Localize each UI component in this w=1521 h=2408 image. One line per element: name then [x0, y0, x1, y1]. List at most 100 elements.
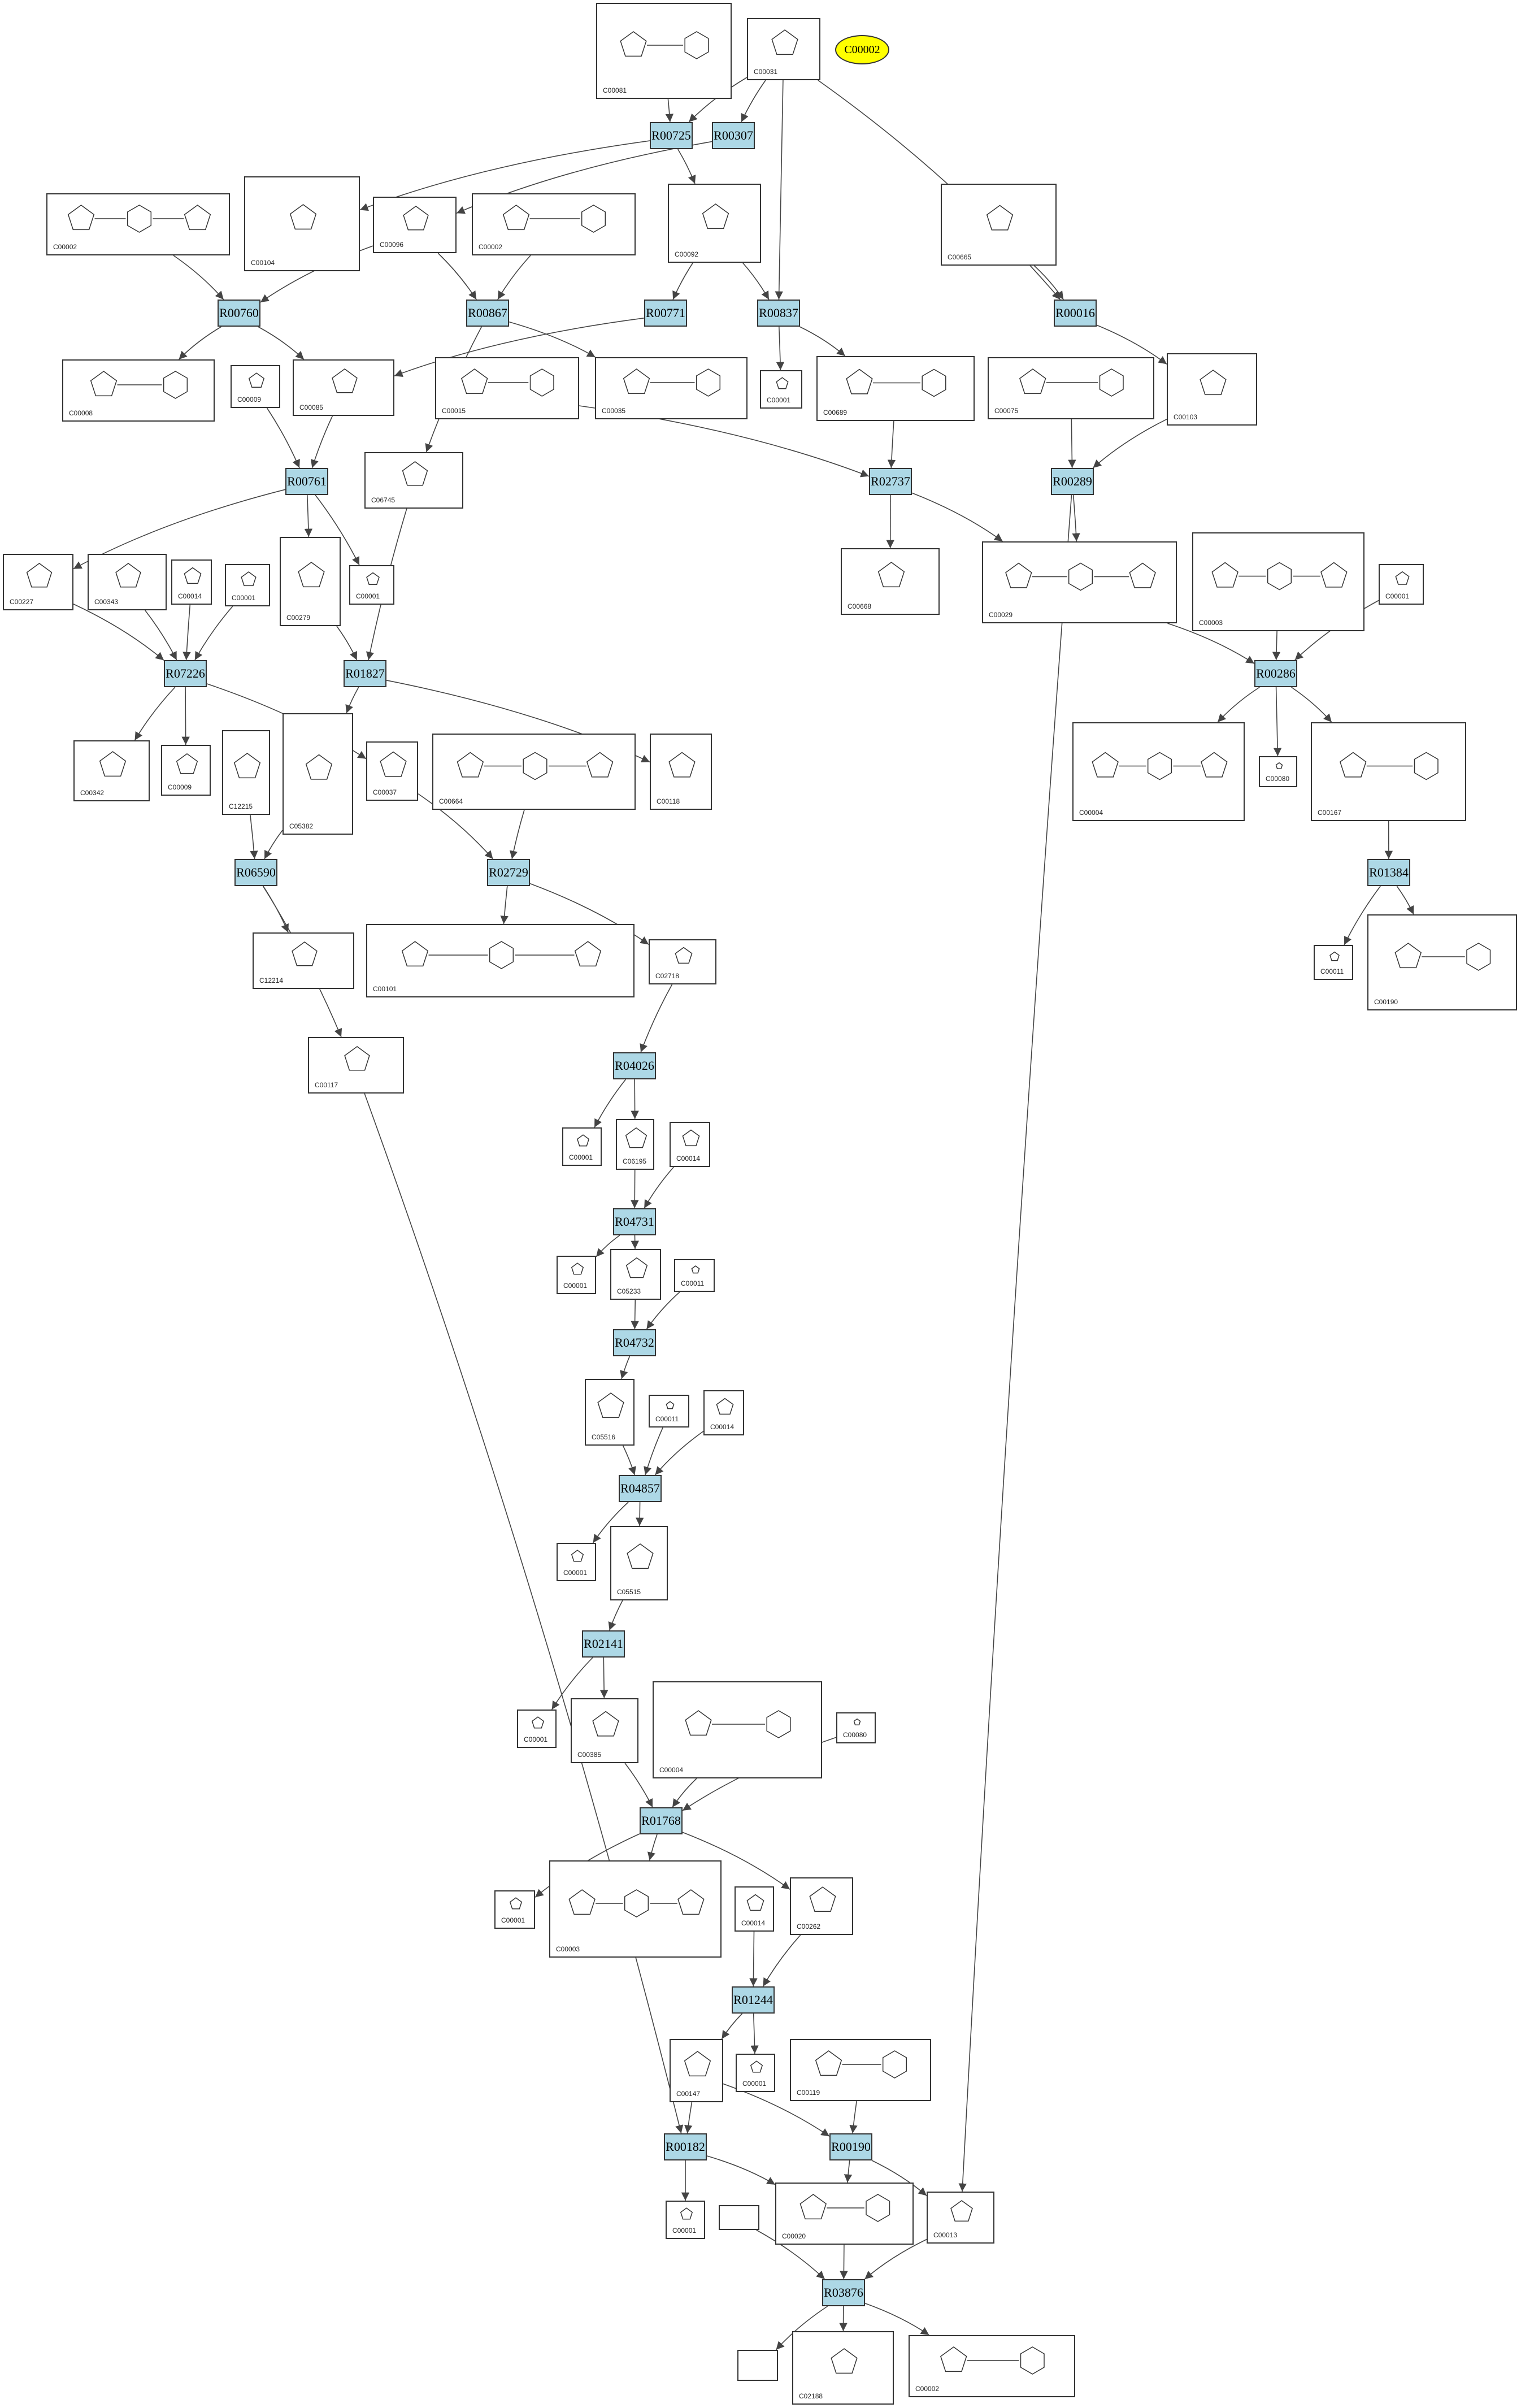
compound-node[interactable]: C00119: [790, 2039, 931, 2101]
reaction-node[interactable]: R01827: [344, 660, 386, 687]
compound-node[interactable]: C00003: [549, 1860, 722, 1958]
compound-node[interactable]: C12214: [253, 932, 354, 989]
reaction-node[interactable]: R00761: [285, 468, 328, 495]
compound-node[interactable]: C00001: [1379, 564, 1424, 605]
compound-node[interactable]: C00002: [909, 2335, 1075, 2397]
reaction-node[interactable]: R07226: [164, 660, 207, 687]
reaction-node[interactable]: R01384: [1367, 859, 1410, 886]
reaction-node[interactable]: R00182: [664, 2133, 707, 2160]
compound-node[interactable]: C00031: [747, 18, 820, 80]
compound-node[interactable]: C05515: [610, 1526, 668, 1600]
compound-node[interactable]: C00003: [1192, 532, 1364, 631]
compound-node[interactable]: C05233: [610, 1249, 661, 1300]
compound-node[interactable]: C00342: [73, 740, 150, 801]
compound-node[interactable]: C00001: [557, 1543, 596, 1581]
compound-node[interactable]: C00190: [1367, 914, 1517, 1010]
compound-node[interactable]: C00001: [494, 1890, 535, 1929]
reaction-node[interactable]: R00725: [650, 122, 693, 149]
compound-node[interactable]: C00002: [472, 193, 636, 255]
compound-node[interactable]: C00279: [280, 537, 341, 626]
compound-node[interactable]: C00001: [225, 564, 270, 606]
reaction-node[interactable]: R06590: [234, 859, 277, 886]
compound-node[interactable]: C00029: [982, 541, 1177, 623]
compound-node[interactable]: C00013: [927, 2192, 994, 2244]
compound-node[interactable]: C00103: [1167, 353, 1257, 426]
compound-node[interactable]: C00096: [373, 197, 457, 253]
compound-node[interactable]: C00081: [596, 3, 732, 99]
compound-node[interactable]: C00080: [836, 1712, 876, 1743]
reaction-node[interactable]: R00867: [466, 300, 509, 327]
compound-node[interactable]: C00101: [366, 924, 635, 997]
compound-node[interactable]: C00011: [649, 1395, 689, 1428]
compound-node[interactable]: C00009: [161, 745, 211, 796]
compound-node[interactable]: C00001: [666, 2201, 705, 2239]
compound-node[interactable]: C00118: [650, 734, 712, 810]
compound-node[interactable]: C00227: [3, 554, 73, 610]
reaction-node[interactable]: R00771: [644, 300, 687, 327]
compound-node[interactable]: C05516: [585, 1379, 635, 1446]
compound-node[interactable]: C00167: [1311, 722, 1466, 821]
reaction-node[interactable]: R04026: [613, 1052, 656, 1079]
compound-node[interactable]: C00664: [432, 734, 636, 810]
compound-node[interactable]: C00117: [308, 1037, 404, 1094]
reaction-node[interactable]: R00190: [829, 2133, 872, 2160]
compound-node[interactable]: C06195: [616, 1119, 654, 1170]
reaction-node[interactable]: R00760: [218, 300, 260, 327]
compound-node[interactable]: C00037: [366, 741, 418, 801]
compound-node[interactable]: C02188: [792, 2331, 894, 2405]
reaction-node[interactable]: R00286: [1254, 660, 1297, 687]
compound-node[interactable]: C00014: [703, 1390, 744, 1435]
compound-node[interactable]: C00343: [88, 554, 167, 610]
reaction-node[interactable]: R00307: [712, 122, 755, 149]
compound-node[interactable]: C05382: [283, 713, 353, 835]
compound-node[interactable]: C00020: [775, 2183, 914, 2245]
compound-node[interactable]: C00014: [670, 1122, 710, 1167]
compound-node[interactable]: [737, 2350, 778, 2381]
compound-node[interactable]: C00001: [562, 1127, 602, 1166]
compound-node[interactable]: C00001: [517, 1710, 557, 1748]
compound-node[interactable]: [719, 2205, 759, 2230]
reaction-node[interactable]: R00289: [1051, 468, 1094, 495]
compound-node[interactable]: C00011: [1314, 945, 1353, 980]
compound-node[interactable]: C00147: [670, 2039, 723, 2102]
compound-node[interactable]: C12215: [222, 730, 270, 815]
reaction-node[interactable]: R00837: [757, 300, 800, 327]
compound-node[interactable]: C00085: [293, 359, 394, 416]
compound-node[interactable]: C00104: [244, 176, 360, 271]
compound-node[interactable]: C02718: [649, 939, 716, 984]
reaction-node[interactable]: R04731: [613, 1208, 656, 1235]
reaction-node[interactable]: R04732: [613, 1329, 656, 1356]
compound-node[interactable]: C00004: [1072, 722, 1245, 821]
reaction-node[interactable]: R02729: [487, 859, 530, 886]
highlight-compound-node[interactable]: C00002: [835, 35, 889, 64]
compound-node[interactable]: C00001: [736, 2054, 775, 2092]
compound-node[interactable]: C00080: [1259, 756, 1297, 787]
reaction-node[interactable]: R02737: [869, 468, 912, 495]
compound-node[interactable]: C00092: [668, 184, 761, 263]
compound-node[interactable]: C00015: [435, 357, 579, 419]
compound-node[interactable]: C00011: [674, 1259, 715, 1292]
compound-node[interactable]: C00014: [171, 559, 212, 605]
reaction-node[interactable]: R00016: [1054, 300, 1097, 327]
compound-node[interactable]: C00001: [349, 565, 394, 605]
compound-node[interactable]: C00262: [790, 1877, 853, 1935]
compound-node[interactable]: C00002: [46, 193, 230, 255]
compound-node[interactable]: C00668: [841, 548, 940, 615]
compound-node[interactable]: C00008: [62, 359, 215, 422]
compound-node[interactable]: C06745: [364, 452, 463, 509]
reaction-node[interactable]: R01768: [640, 1807, 683, 1834]
reaction-node[interactable]: R04857: [619, 1475, 662, 1502]
reaction-node[interactable]: R01244: [732, 1986, 775, 2014]
compound-node[interactable]: C00001: [760, 370, 802, 409]
compound-node[interactable]: C00035: [595, 357, 748, 419]
compound-node[interactable]: C00009: [231, 365, 280, 408]
compound-node[interactable]: C00075: [988, 357, 1154, 419]
reaction-node[interactable]: R03876: [822, 2279, 865, 2306]
compound-node[interactable]: C00689: [816, 356, 975, 421]
compound-node[interactable]: C00665: [941, 184, 1057, 266]
compound-node[interactable]: C00004: [653, 1681, 822, 1778]
compound-node[interactable]: C00385: [571, 1698, 638, 1763]
reaction-node[interactable]: R02141: [582, 1630, 625, 1658]
compound-node[interactable]: C00001: [557, 1256, 596, 1294]
compound-node[interactable]: C00014: [735, 1886, 774, 1932]
